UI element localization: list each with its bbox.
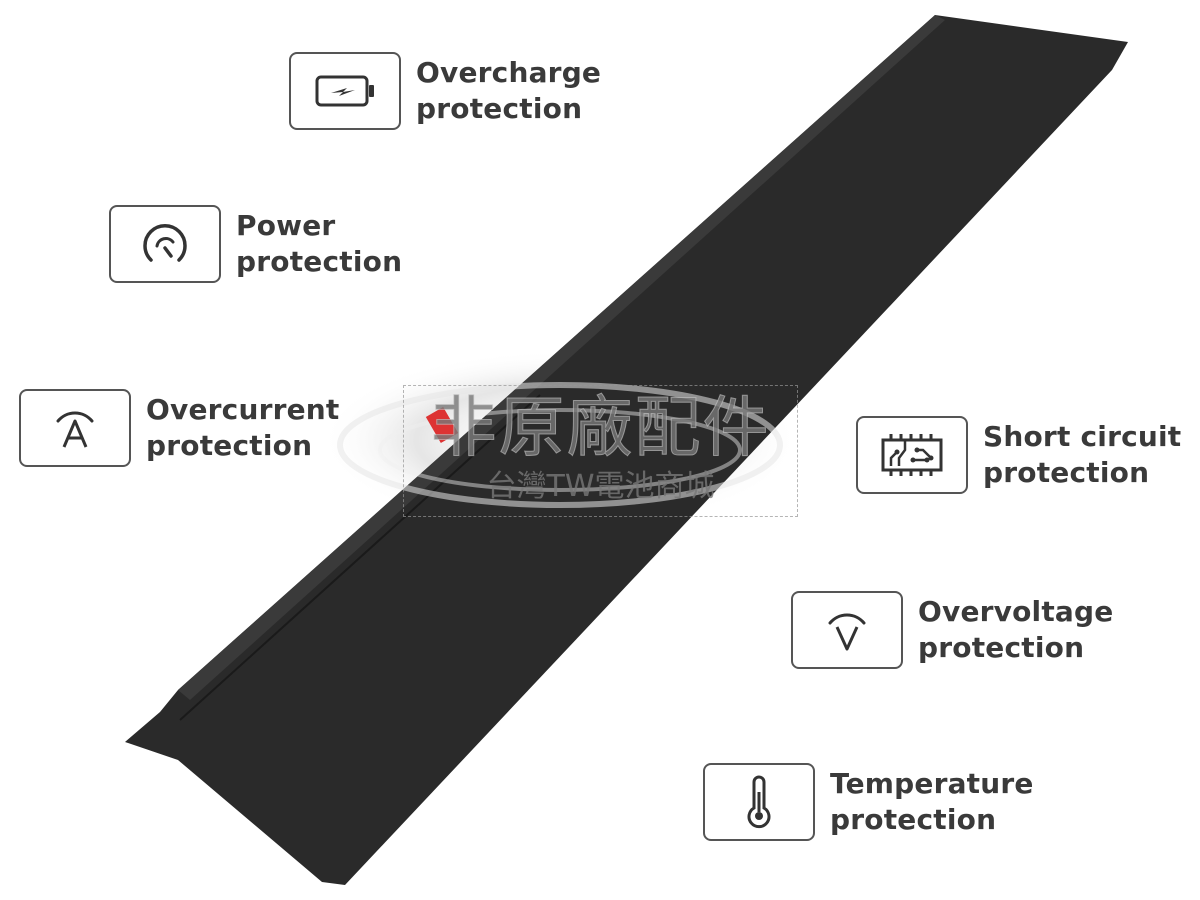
feature-label: Overvoltage (918, 595, 1114, 628)
feature-sublabel: protection (983, 456, 1150, 489)
feature-label: Temperature (830, 767, 1034, 800)
feature-label: Short circuit (983, 420, 1182, 453)
feature-label: Overcurrent (146, 393, 340, 426)
feature-label: Power (236, 209, 336, 242)
feature-label: Overcharge (416, 56, 602, 89)
ampere-icon (19, 389, 131, 467)
watermark: 非原廠配件 台灣TW電池商城 (403, 385, 798, 517)
gauge-icon (109, 205, 221, 283)
watermark-subtitle: 台灣TW電池商城 (486, 469, 715, 504)
feature-sublabel: protection (830, 803, 997, 836)
feature-sublabel: protection (918, 631, 1085, 664)
feature-sublabel: protection (146, 429, 313, 462)
thermometer-icon (703, 763, 815, 841)
watermark-title: 非原廠配件 (430, 389, 771, 467)
circuit-chip-icon (856, 416, 968, 494)
feature-sublabel: protection (236, 245, 403, 278)
feature-sublabel: protection (416, 92, 583, 125)
battery-charging-icon (289, 52, 401, 130)
voltage-icon (791, 591, 903, 669)
